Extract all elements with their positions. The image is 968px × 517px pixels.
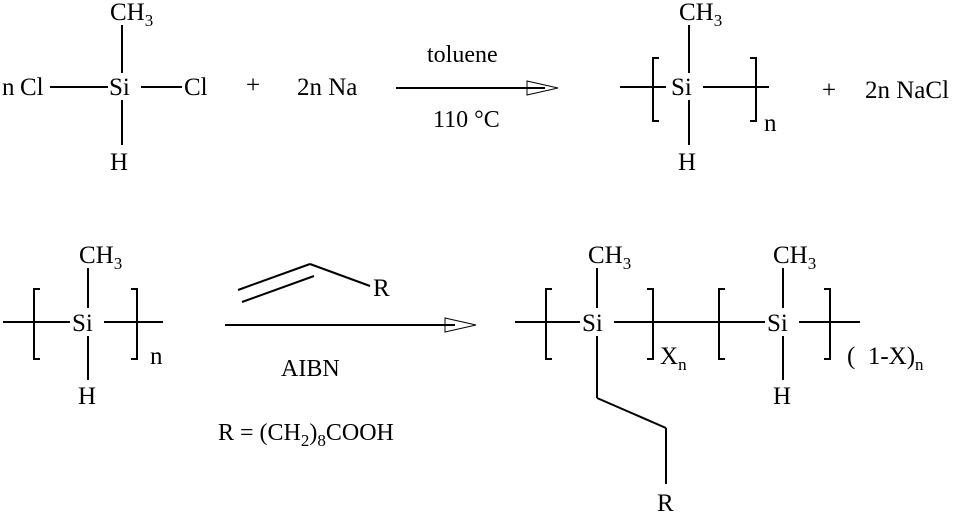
solvent-label: toluene: [427, 42, 498, 68]
chlorine-left: Cl: [20, 74, 44, 101]
r-group-definition: R = (CH2)8COOH: [218, 420, 394, 450]
unit-a-silicon-atom: Si: [582, 310, 603, 337]
initiator-label: AIBN: [281, 356, 340, 382]
reactant-silicon-atom: Si: [72, 310, 93, 337]
product-silicon-atom: Si: [671, 74, 692, 101]
polymethylsilane-reactant: Si n CH3 H: [3, 242, 163, 410]
reaction-arrow-1: toluene 110 °C: [396, 42, 559, 133]
alkene-bond-to-r: [309, 263, 371, 287]
methyl-label: CH3: [110, 0, 153, 30]
unit-b-subscript: ( 1-X)n: [847, 343, 924, 374]
chlorine-right: Cl: [184, 74, 208, 101]
double-bond-line-2: [241, 275, 315, 303]
bracket-b-right: [824, 288, 831, 360]
bracket-right: [750, 57, 757, 122]
bracket-left: [33, 288, 40, 360]
unit-a-methyl-label: CH3: [588, 242, 631, 273]
unit-b-hydrogen-atom: H: [773, 383, 791, 410]
silicon-atom: Si: [109, 74, 130, 101]
unit-b-methyl-label: CH3: [773, 242, 816, 273]
reaction-arrow-2: AIBN: [225, 317, 477, 382]
bracket-a-left: [545, 288, 552, 360]
bracket-right: [131, 288, 138, 360]
reactant-hydrogen-atom: H: [78, 383, 96, 410]
reaction-2: Si n CH3 H R AIBN R = (CH2)8COOH: [3, 242, 924, 517]
plus-sign-2: +: [822, 77, 836, 104]
sodium-reagent: 2n Na: [297, 74, 357, 101]
repeat-unit-n: n: [764, 110, 777, 137]
plus-sign: +: [246, 72, 260, 99]
unit-b-silicon-atom: Si: [767, 310, 788, 337]
polymethylsilane-product: Si n CH3 H: [620, 0, 777, 176]
double-bond-line-1: [237, 263, 311, 291]
bracket-left: [652, 57, 659, 122]
copolymer-product: Si Xn CH3 R Si CH3 H ( 1-X)n: [515, 242, 924, 517]
dichloromethylsilane: n Cl Si Cl CH3 H: [2, 0, 208, 176]
product-hydrogen-atom: H: [678, 149, 696, 176]
unit-a-subscript: Xn: [660, 343, 687, 374]
arrow-head-icon: [444, 317, 477, 333]
reaction-1: n Cl Si Cl CH3 H + 2n Na toluene 110 °C …: [2, 0, 949, 176]
terminal-alkene: R: [237, 263, 390, 303]
arrow-head-icon: [526, 80, 559, 96]
bracket-a-right: [647, 288, 654, 360]
product-methyl-label: CH3: [679, 0, 722, 30]
repeat-unit-n: n: [150, 343, 163, 370]
side-chain-r-group: R: [657, 490, 674, 517]
bracket-b-left: [718, 288, 725, 360]
sodium-chloride-byproduct: 2n NaCl: [865, 77, 949, 104]
temperature-label: 110 °C: [433, 107, 500, 133]
side-chain-bond-2: [596, 397, 667, 429]
coefficient-n: n: [2, 74, 15, 101]
reactant-methyl-label: CH3: [79, 242, 122, 273]
alkene-r-group: R: [373, 275, 390, 302]
hydrogen-atom: H: [110, 149, 128, 176]
